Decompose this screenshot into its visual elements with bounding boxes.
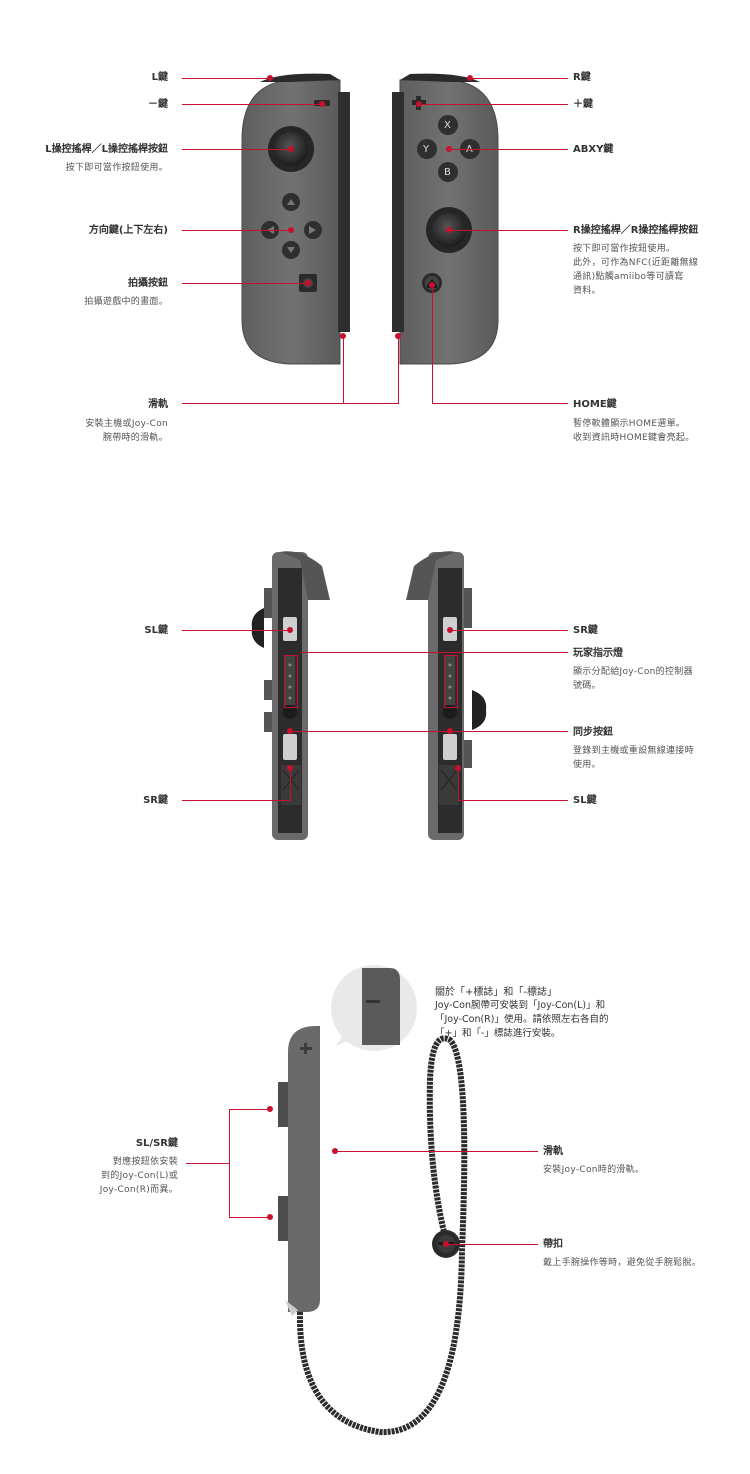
- dot-capture-button: [305, 280, 311, 286]
- joycon-left-front: [241, 73, 350, 365]
- leader-sr-left-vertical: [290, 768, 291, 801]
- desc-strap-lock: 戴上手腕操作等時，避免從手腕鬆脫。: [543, 1258, 702, 1268]
- desc-player-lights: 顯示分配給Joy-Con的控制器號碼。: [573, 667, 693, 691]
- y-button-label: Y: [423, 144, 430, 155]
- label-l-stick: L操控搖桿／L操控搖桿按鈕: [45, 144, 168, 155]
- label-l-button: L鍵: [151, 72, 168, 83]
- dot-sl-left: [287, 627, 293, 633]
- note-bubble: [331, 965, 417, 1051]
- desc-capture-button: 拍攝遊戲中的畫面。: [84, 297, 168, 307]
- dot-sl-sr-top: [267, 1106, 273, 1112]
- leader-rail: [182, 403, 398, 404]
- label-strap-rail: 滑軌: [543, 1146, 563, 1157]
- leader-sync-button: [290, 731, 568, 732]
- label-sl-sr-buttons: SL/SR鍵: [135, 1138, 178, 1149]
- player-lights-box-left: [284, 655, 298, 708]
- label-capture-button: 拍攝按鈕: [128, 278, 168, 289]
- leader-sl-sr-top: [229, 1109, 270, 1110]
- label-plus-button: ＋鍵: [573, 99, 593, 110]
- dot-home-button: [429, 282, 435, 288]
- leader-plus-button: [420, 104, 568, 105]
- dot-sl-sr-bottom: [267, 1214, 273, 1220]
- leader-sr-right: [450, 630, 568, 631]
- dot-l-button: [267, 75, 273, 81]
- leader-rail-left: [343, 336, 344, 404]
- wrist-strap: [278, 1026, 468, 1436]
- label-sr-right: SR鍵: [573, 625, 598, 636]
- leader-abxy-buttons: [452, 149, 568, 150]
- desc-strap-rail: 安裝Joy-Con時的滑軌。: [543, 1165, 645, 1175]
- leader-l-button: [182, 78, 270, 79]
- dot-rail-right: [395, 333, 401, 339]
- leader-sl-right-vertical: [458, 768, 459, 801]
- note-body: Joy-Con腕帶可安裝到「Joy-Con(L)」和「Joy-Con(R)」使用…: [435, 1000, 609, 1039]
- leader-player-lights: [300, 652, 568, 653]
- dot-strap-rail: [332, 1148, 338, 1154]
- b-button-label: B: [444, 167, 451, 178]
- label-r-button: R鍵: [573, 72, 591, 83]
- leader-l-stick: [182, 149, 292, 150]
- label-sync-button: 同步按鈕: [573, 727, 613, 738]
- x-button-label: X: [444, 120, 451, 131]
- leader-capture-button: [182, 283, 308, 284]
- dot-sync-left: [287, 728, 293, 734]
- leader-sl-sr-bottom: [229, 1217, 270, 1218]
- dot-strap-lock: [443, 1241, 449, 1247]
- dot-r-stick: [446, 227, 452, 233]
- label-dpad: 方向鍵(上下左右): [88, 225, 168, 236]
- label-rail: 滑軌: [148, 399, 168, 410]
- leader-sl-right: [458, 800, 568, 801]
- label-r-stick: R操控搖桿／R操控搖桿按鈕: [573, 225, 699, 236]
- leader-sl-sr-vertical: [229, 1109, 230, 1217]
- dot-r-button: [467, 75, 473, 81]
- note-title: 關於「+標誌」和「-標誌」: [435, 987, 557, 998]
- leader-sl-left: [182, 630, 290, 631]
- label-minus-button: －鍵: [148, 99, 168, 110]
- desc-home-button: 暫停軟體顯示HOME選單。收到資訊時HOME鍵會亮起。: [573, 419, 695, 443]
- leader-home-button: [432, 403, 568, 404]
- leader-sr-left: [182, 800, 290, 801]
- dot-sr-right: [447, 627, 453, 633]
- dot-dpad: [288, 227, 294, 233]
- label-sr-left: SR鍵: [143, 795, 168, 806]
- leader-minus-button: [182, 104, 322, 105]
- desc-sync-button: 登錄到主機或重設無線連接時使用。: [573, 746, 694, 770]
- joycon-right-front: [392, 73, 499, 365]
- label-strap-lock: 帶扣: [543, 1239, 563, 1250]
- leader-r-stick: [452, 230, 568, 231]
- leader-r-button: [470, 78, 568, 79]
- dot-sync-right: [447, 728, 453, 734]
- leader-dpad: [182, 230, 291, 231]
- label-sl-left: SL鍵: [144, 625, 168, 636]
- leader-rail-right: [398, 336, 399, 404]
- dot-plus-button: [416, 101, 422, 107]
- player-lights-box-right: [444, 655, 458, 708]
- desc-r-stick: 按下即可當作按鈕使用。此外，可作為NFC(近距離無線通訊)點觸amiibo等可讀…: [573, 244, 699, 296]
- leader-strap-lock: [446, 1244, 538, 1245]
- dot-l-stick: [288, 146, 294, 152]
- leader-sl-sr: [186, 1163, 230, 1164]
- dot-abxy-buttons: [446, 146, 452, 152]
- leader-strap-rail: [336, 1151, 538, 1152]
- desc-l-stick: 按下即可當作按鈕使用。: [65, 163, 168, 173]
- label-player-lights: 玩家指示燈: [573, 648, 623, 659]
- label-abxy-buttons: ABXY鍵: [573, 144, 614, 155]
- label-home-button: HOME鍵: [573, 399, 617, 410]
- leader-home-vertical: [432, 285, 433, 404]
- dot-sr-left: [287, 765, 293, 771]
- dot-minus-button: [319, 101, 325, 107]
- dot-sl-right: [455, 765, 461, 771]
- label-sl-right: SL鍵: [573, 795, 597, 806]
- dot-rail-left: [340, 333, 346, 339]
